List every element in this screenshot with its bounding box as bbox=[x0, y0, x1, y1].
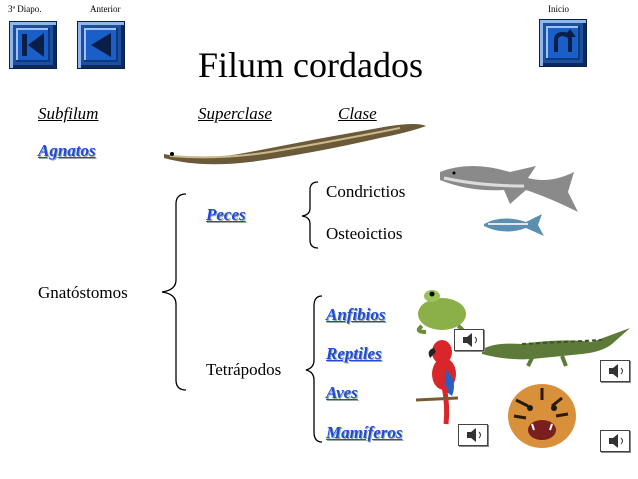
osteoictios-label: Osteoictios bbox=[326, 224, 403, 243]
lamprey-image bbox=[164, 124, 426, 165]
anfibios-link[interactable]: Anfibios bbox=[326, 305, 386, 324]
home-return-icon bbox=[554, 29, 576, 52]
tiger-image bbox=[508, 384, 576, 448]
agnatos-link[interactable]: Agnatos bbox=[38, 141, 96, 160]
mamiferos-link[interactable]: Mamíferos bbox=[326, 423, 403, 442]
frog-image bbox=[416, 290, 466, 334]
gnatostomos-brace bbox=[161, 193, 187, 391]
crocodile-image bbox=[482, 328, 630, 367]
slide-number-label: 3ª Diapo. bbox=[8, 4, 42, 14]
gnatostomos-label: Gnatóstomos bbox=[38, 283, 128, 302]
header-superclase: Superclase bbox=[198, 104, 272, 123]
home-button[interactable] bbox=[540, 20, 586, 66]
peces-link[interactable]: Peces bbox=[206, 205, 246, 224]
tetrapodos-brace bbox=[305, 295, 323, 443]
first-slide-icon bbox=[22, 33, 44, 57]
reptiles-sound-button[interactable] bbox=[600, 360, 630, 382]
speaker-icon bbox=[609, 434, 623, 448]
bony-fish-image bbox=[484, 214, 544, 236]
parrot-image bbox=[415, 340, 459, 425]
header-clase: Clase bbox=[338, 104, 377, 123]
previous-slide-icon bbox=[91, 33, 111, 57]
tetrapodos-label: Tetrápodos bbox=[206, 360, 282, 379]
reptiles-link[interactable]: Reptiles bbox=[326, 344, 382, 363]
anfibios-sound-button[interactable] bbox=[454, 329, 484, 351]
home-label: Inicio bbox=[548, 4, 569, 14]
previous-slide-button[interactable] bbox=[78, 22, 124, 68]
aves-link[interactable]: Aves bbox=[326, 383, 358, 402]
page-title: Filum cordados bbox=[198, 45, 423, 85]
aves-sound-button[interactable] bbox=[458, 424, 488, 446]
header-subfilum: Subfilum bbox=[38, 104, 99, 123]
speaker-icon bbox=[463, 333, 477, 347]
mamiferos-sound-button[interactable] bbox=[600, 430, 630, 452]
previous-label: Anterior bbox=[90, 4, 121, 14]
speaker-icon bbox=[467, 428, 481, 442]
speaker-icon bbox=[609, 364, 623, 378]
shark-image bbox=[440, 166, 578, 212]
peces-brace bbox=[301, 181, 319, 249]
first-slide-button[interactable] bbox=[10, 22, 56, 68]
condrictios-label: Condrictios bbox=[326, 182, 406, 201]
